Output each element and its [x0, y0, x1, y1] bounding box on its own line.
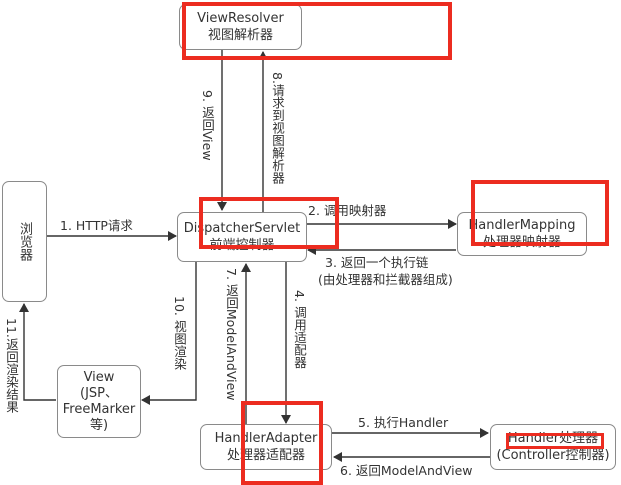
step-11-label: 11.返回渲染结果 — [4, 318, 19, 413]
view-box: View (JSP、 FreeMarker 等) — [57, 365, 141, 438]
view-line3: FreeMarker — [62, 401, 136, 417]
step-3-label-line1: 3. 返回一个执行链 — [325, 255, 429, 270]
step-1-label: 1. HTTP请求 — [60, 218, 133, 233]
handler-subtitle: (Controller控制器) — [496, 448, 610, 463]
step-3-label-line2: (由处理器和拦截器组成) — [318, 272, 453, 287]
view-line1: View — [83, 369, 115, 385]
step-4-label: 4. 调用适配器 — [292, 290, 307, 369]
highlight-handler — [506, 433, 604, 449]
dispatcher-servlet-box: DispatcherServlet 前端控制器 — [177, 212, 307, 262]
highlight-view-resolver — [182, 2, 452, 60]
step-9-label: 9. 返回View — [200, 90, 215, 161]
handler-adapter-subtitle: 处理器适配器 — [226, 448, 305, 463]
view-line4: 等) — [89, 417, 109, 433]
handler-mapping-title: HandlerMapping — [468, 218, 576, 233]
handler-adapter-title: HandlerAdapter — [214, 431, 318, 446]
highlight-dispatcher — [199, 197, 339, 249]
view-line2: (JSP、 — [80, 385, 118, 401]
step-5-label: 5. 执行Handler — [358, 415, 449, 430]
view-resolver-subtitle: 视图解析器 — [207, 28, 273, 43]
browser-box: 浏览器 — [2, 181, 47, 302]
highlight-handler-mapping — [471, 180, 609, 246]
handler-adapter-box: HandlerAdapter 处理器适配器 — [200, 424, 332, 470]
arrow-10 — [141, 262, 197, 405]
arrow-11 — [19, 303, 56, 401]
highlight-adapter — [241, 401, 323, 485]
dispatcher-title: DispatcherServlet — [183, 221, 301, 236]
step-7-label: 7. 返回ModelAndView — [224, 268, 239, 401]
browser-title: 浏览器 — [17, 222, 32, 261]
step-2-label: 2. 调用映射器 — [308, 203, 387, 218]
step-8-label: 8.请求到视图解析器 — [270, 72, 285, 184]
view-resolver-title: ViewResolver — [197, 11, 284, 26]
view-resolver-box: ViewResolver 视图解析器 — [179, 4, 302, 50]
step-6-label: 6. 返回ModelAndView — [340, 463, 473, 478]
step-10-label: 10. 视图渲染 — [172, 296, 187, 370]
